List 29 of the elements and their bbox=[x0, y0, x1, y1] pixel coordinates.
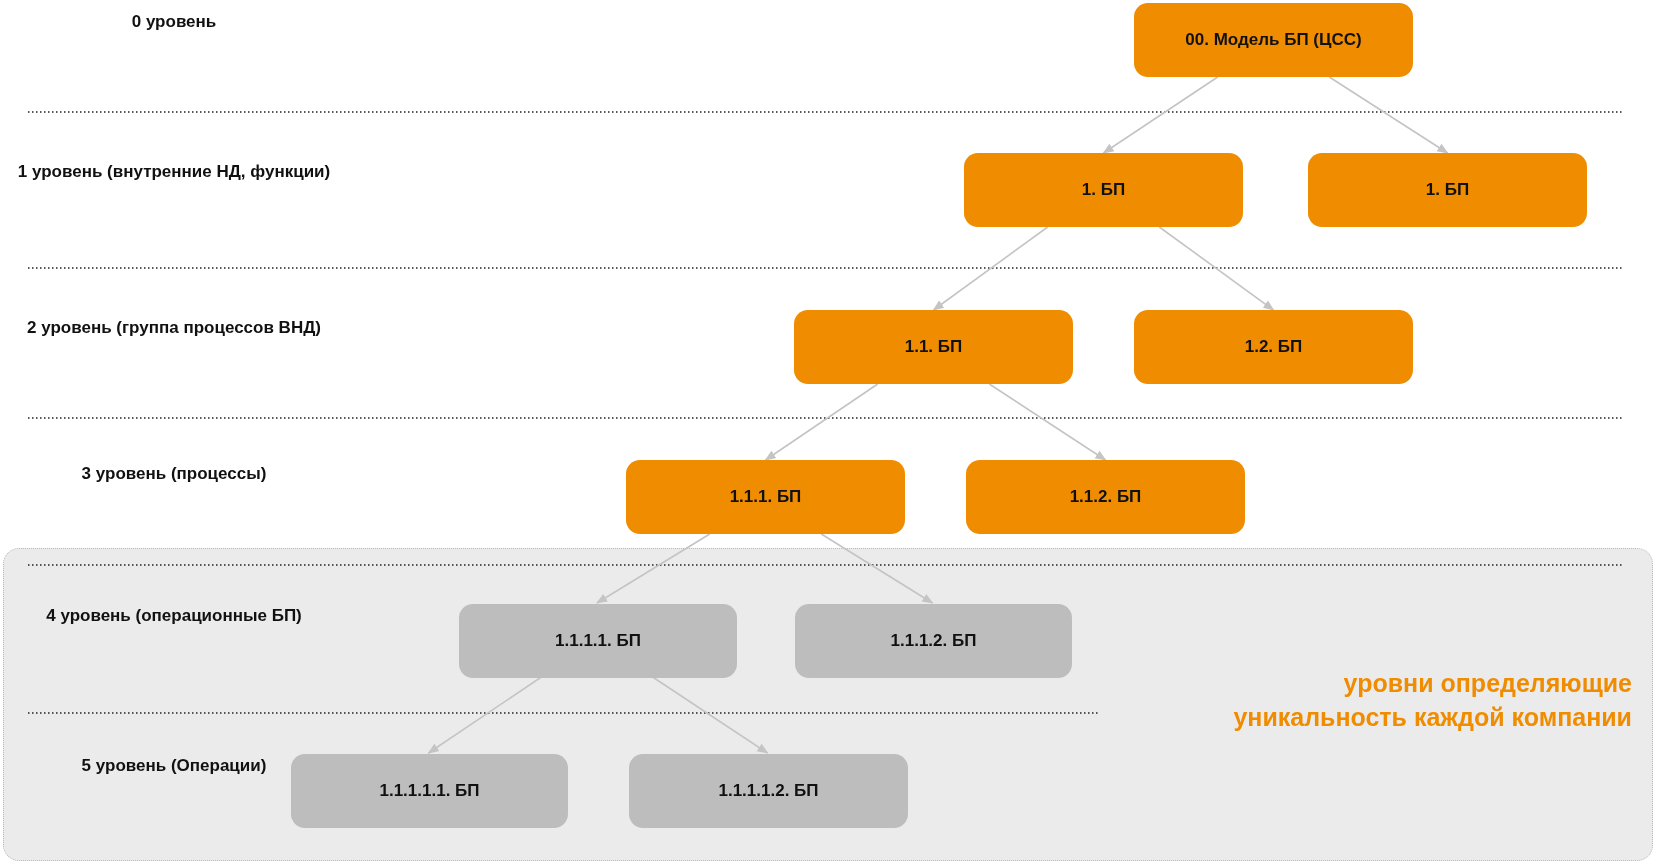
panel-note: уровни определяющие уникальность каждой компании bbox=[1232, 668, 1632, 733]
arrow bbox=[427, 676, 543, 754]
level-label: 5 уровень (Операции) bbox=[80, 755, 268, 777]
arrow bbox=[596, 533, 711, 604]
arrow bbox=[1328, 76, 1449, 154]
process-box: 1.1.1.1. БП bbox=[459, 604, 737, 678]
level-label: 4 уровень (операционные БП) bbox=[45, 605, 303, 627]
process-box: 1.1.1.2. БП bbox=[795, 604, 1072, 678]
process-box: 00. Модель БП (ЦСС) bbox=[1134, 3, 1413, 77]
process-box: 1.1. БП bbox=[794, 310, 1073, 384]
highlight-panel bbox=[3, 548, 1653, 861]
process-box: 1. БП bbox=[964, 153, 1243, 227]
arrow bbox=[988, 383, 1107, 461]
level-label: 0 уровень bbox=[130, 11, 218, 33]
arrow bbox=[651, 676, 769, 754]
arrow bbox=[932, 226, 1049, 311]
process-box: 1.1.1.1.2. БП bbox=[629, 754, 908, 828]
arrow bbox=[820, 533, 934, 604]
level-label: 2 уровень (группа процессов ВНД) bbox=[26, 317, 322, 339]
process-box: 1.2. БП bbox=[1134, 310, 1413, 384]
arrow bbox=[1158, 226, 1275, 311]
level-label: 1 уровень (внутренние НД, функции) bbox=[16, 161, 332, 183]
arrow bbox=[1102, 76, 1219, 154]
process-box: 1. БП bbox=[1308, 153, 1587, 227]
arrow bbox=[764, 383, 879, 461]
process-box: 1.1.1.1.1. БП bbox=[291, 754, 568, 828]
process-box: 1.1.1. БП bbox=[626, 460, 905, 534]
process-box: 1.1.2. БП bbox=[966, 460, 1245, 534]
level-label: 3 уровень (процессы) bbox=[80, 463, 268, 485]
